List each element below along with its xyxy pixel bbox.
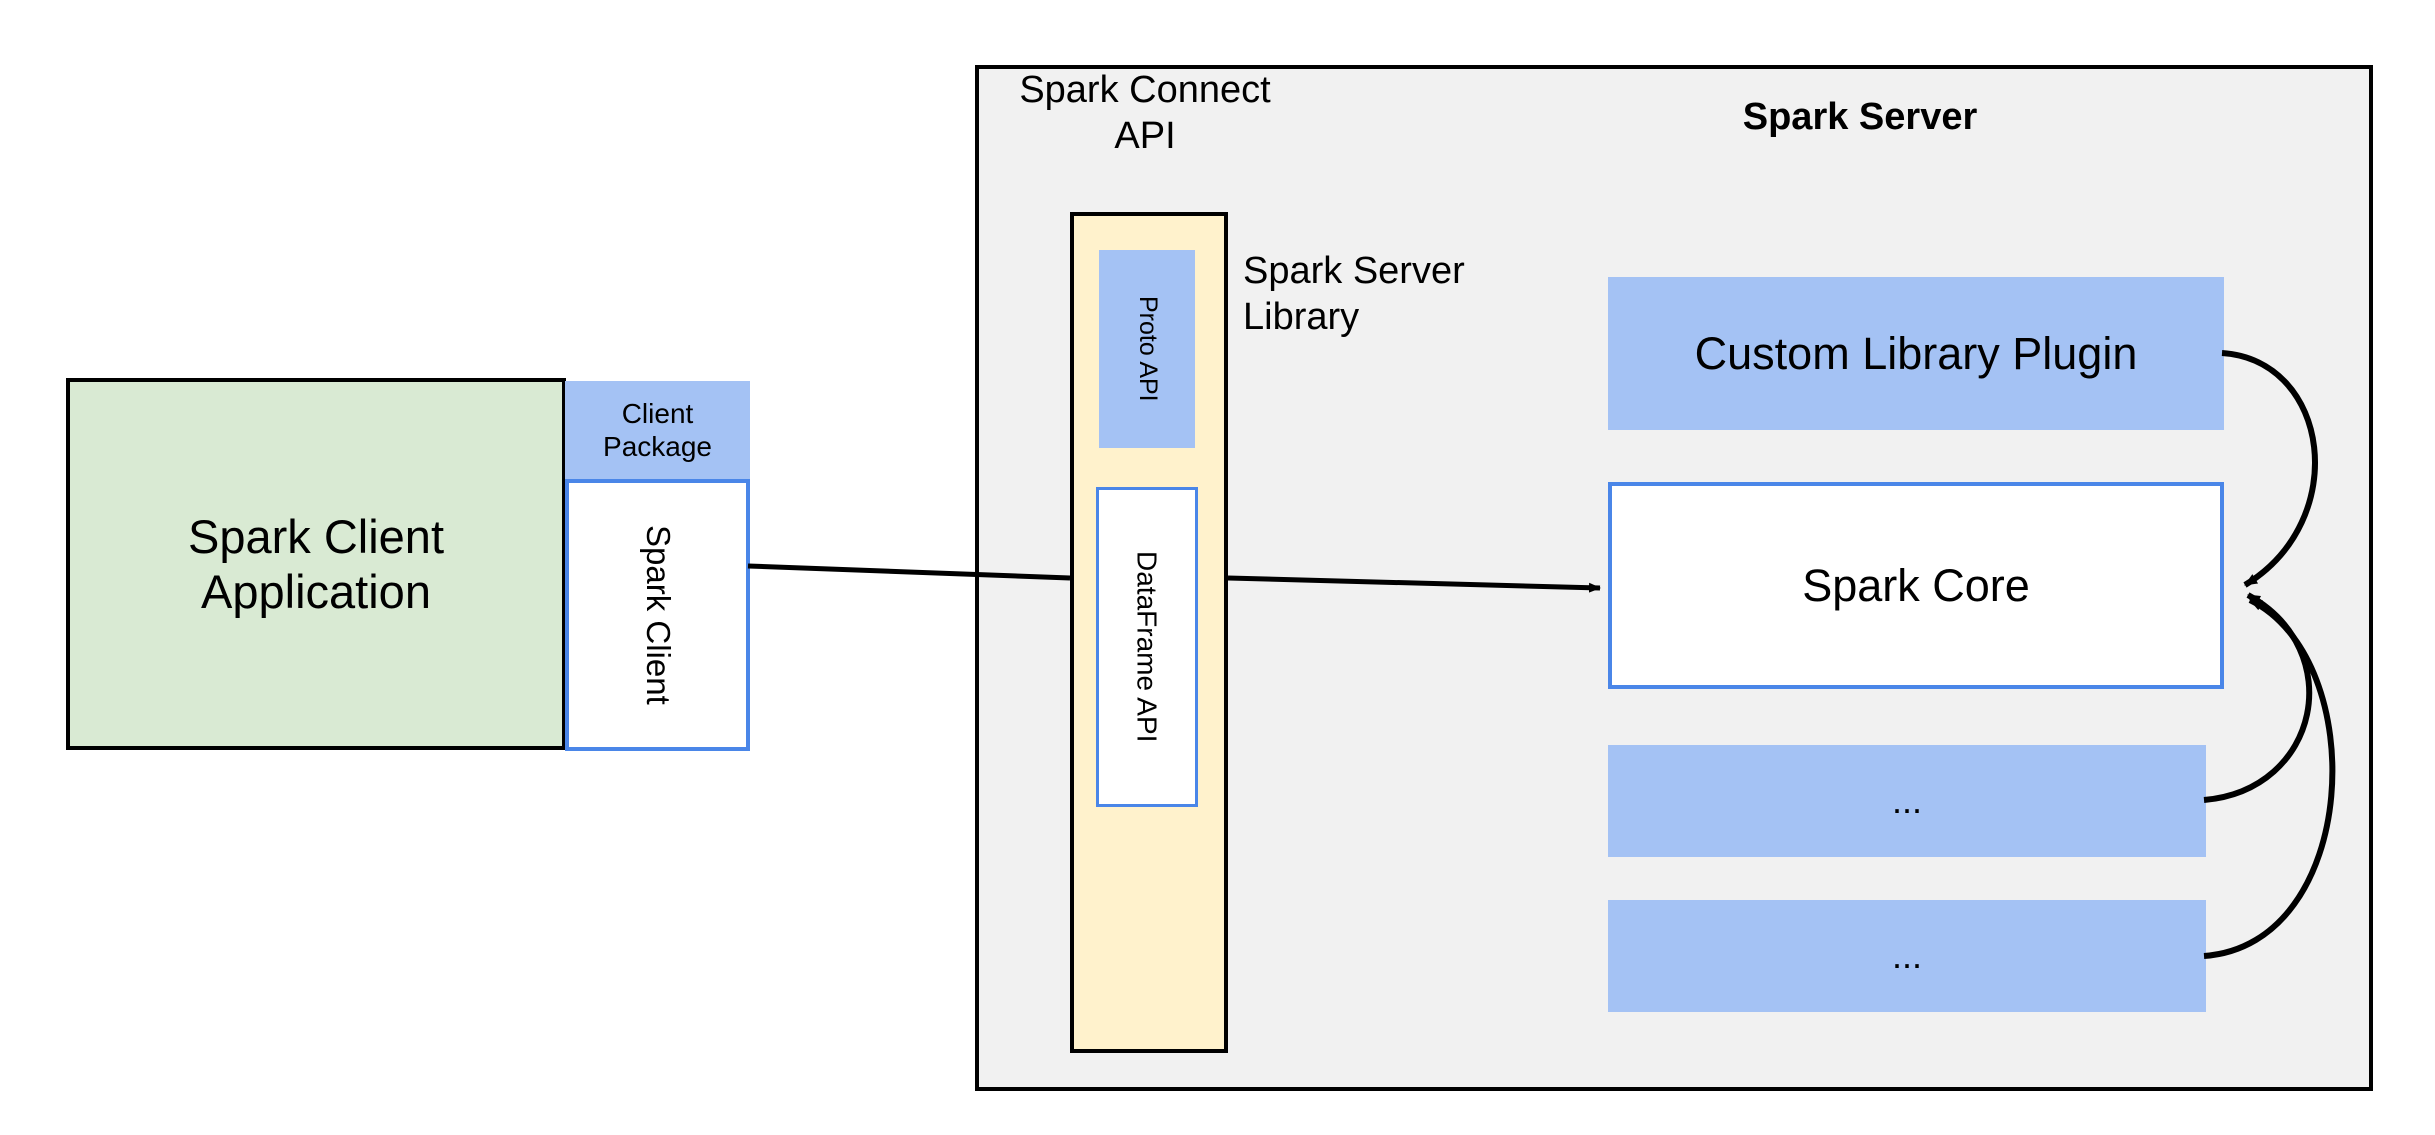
custom-library-plugin-label: Custom Library Plugin	[1694, 327, 2138, 379]
proto-api-label: Proto API	[1133, 296, 1162, 402]
spark-connect-api-label: Spark Connect API	[1019, 69, 1271, 157]
client-package-block: Client Package	[565, 381, 750, 479]
placeholder-block-1: ...	[1608, 745, 2206, 857]
spark-server-library-label: Spark Server Library	[1243, 250, 1465, 338]
placeholder-block-2: ...	[1608, 900, 2206, 1012]
spark-client-application-label: Spark Client Application	[188, 509, 444, 618]
spark-client-application-block: Spark Client Application	[66, 378, 566, 750]
client-package-label: Client Package	[603, 397, 712, 462]
placeholder-block-2-label: ...	[1891, 934, 1922, 976]
spark-server-title: Spark Server	[1742, 96, 1978, 138]
spark-client-label: Spark Client	[639, 525, 677, 705]
custom-library-plugin-block: Custom Library Plugin	[1608, 277, 2224, 430]
spark-core-label: Spark Core	[1802, 559, 2030, 611]
spark-client-block: Spark Client	[565, 479, 750, 751]
dataframe-api-block: DataFrame API	[1096, 487, 1198, 807]
placeholder-block-1-label: ...	[1891, 779, 1922, 821]
spark-core-block: Spark Core	[1608, 482, 2224, 689]
dataframe-api-label: DataFrame API	[1131, 551, 1163, 743]
proto-api-block: Proto API	[1099, 250, 1195, 448]
